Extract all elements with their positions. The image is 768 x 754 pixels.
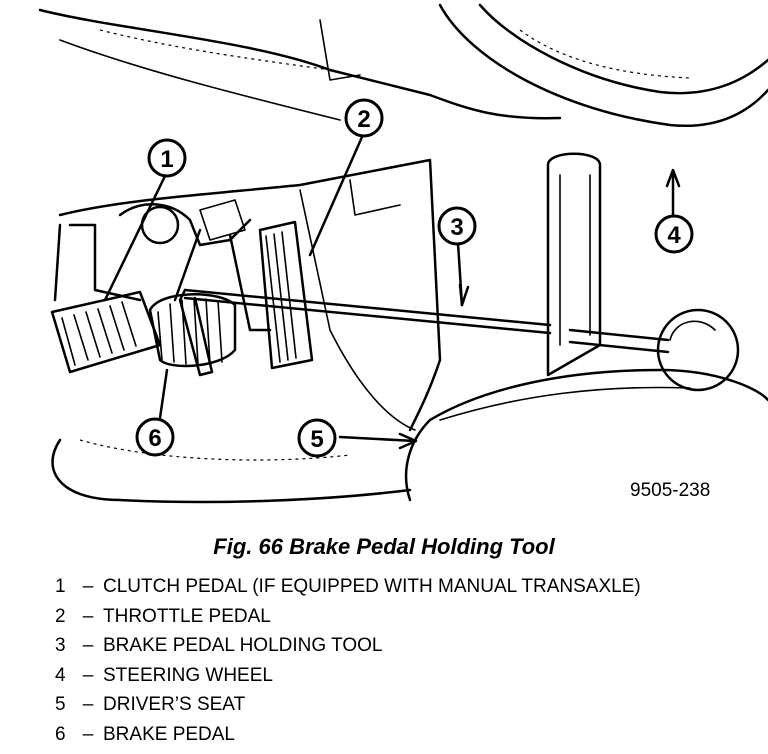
callout-6-label: 6 bbox=[148, 425, 161, 452]
steering-wheel bbox=[438, 3, 768, 128]
callout-2-label: 2 bbox=[357, 106, 370, 133]
brake-pedal-illustration: 1 2 3 4 5 6 bbox=[38, 3, 768, 504]
legend-item-number: 4 bbox=[55, 664, 66, 686]
brake-pedal bbox=[148, 228, 237, 368]
legend-separator: – bbox=[82, 576, 94, 597]
callout-1: 1 bbox=[147, 138, 187, 178]
legend-item: 4–STEERING WHEEL bbox=[55, 661, 641, 691]
callout-5: 5 bbox=[297, 418, 337, 458]
dashboard-outline bbox=[38, 8, 562, 121]
legend-separator: – bbox=[82, 723, 94, 745]
legend-item-text: THROTTLE PEDAL bbox=[103, 605, 271, 627]
legend-separator: – bbox=[82, 605, 94, 627]
legend-item-text: DRIVER’S SEAT bbox=[103, 694, 246, 715]
legend-item-number: 3 bbox=[55, 635, 66, 656]
drivers-seat bbox=[404, 368, 768, 502]
brake-pedal-holding-tool bbox=[178, 152, 740, 392]
legend-item-number: 1 bbox=[55, 576, 66, 597]
legend-item-number: 2 bbox=[55, 605, 66, 627]
callout-2: 2 bbox=[344, 98, 384, 138]
callout-1-label: 1 bbox=[160, 146, 173, 173]
callout-4: 4 bbox=[654, 214, 694, 254]
legend-item-text: STEERING WHEEL bbox=[103, 664, 273, 686]
legend-item-number: 5 bbox=[55, 694, 66, 715]
figure-id: 9505-238 bbox=[630, 480, 711, 501]
callout-3-label: 3 bbox=[450, 214, 463, 241]
callout-5-label: 5 bbox=[310, 426, 323, 453]
legend-separator: – bbox=[82, 694, 94, 715]
legend-item-number: 6 bbox=[55, 723, 66, 745]
legend-separator: – bbox=[82, 664, 94, 686]
legend-item-text: BRAKE PEDAL HOLDING TOOL bbox=[103, 635, 383, 656]
legend-item-text: BRAKE PEDAL bbox=[103, 723, 235, 745]
callout-6: 6 bbox=[135, 417, 175, 457]
legend-separator: – bbox=[82, 635, 94, 656]
legend-item: 6–BRAKE PEDAL bbox=[55, 720, 641, 750]
legend-item-text: CLUTCH PEDAL (IF EQUIPPED WITH MANUAL TR… bbox=[103, 576, 641, 597]
legend-list: 1–CLUTCH PEDAL (IF EQUIPPED WITH MANUAL … bbox=[55, 572, 641, 749]
figure-caption: Fig. 66 Brake Pedal Holding Tool bbox=[213, 534, 555, 559]
legend-item: 2–THROTTLE PEDAL bbox=[55, 602, 641, 632]
callout-3: 3 bbox=[437, 206, 477, 246]
callout-4-label: 4 bbox=[667, 222, 681, 249]
legend-item: 3–BRAKE PEDAL HOLDING TOOL bbox=[55, 631, 641, 661]
leader-lines bbox=[103, 135, 681, 450]
floor-outline bbox=[51, 158, 442, 504]
legend-item: 5–DRIVER’S SEAT bbox=[55, 690, 641, 720]
throttle-pedal bbox=[258, 220, 314, 370]
legend-item: 1–CLUTCH PEDAL (IF EQUIPPED WITH MANUAL … bbox=[55, 572, 641, 602]
